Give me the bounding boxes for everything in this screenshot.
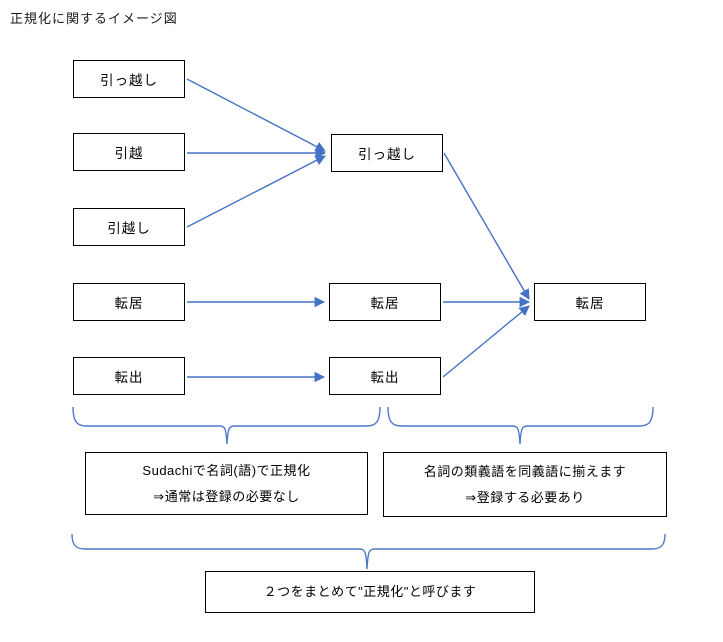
note-synonym-line1: 名詞の類義語を同義語に揃えます	[423, 463, 627, 479]
note-sudachi-line1: Sudachiで名詞(語)で正規化	[142, 462, 311, 478]
node-middle-hikkoshi: 引っ越し	[331, 134, 443, 172]
note-synonym-line2: ⇒登録する必要あり	[465, 489, 585, 505]
node-middle-tenkyo: 転居	[329, 283, 441, 321]
connector-hikkoshi1-to-mid	[186, 78, 326, 152]
connector-mid-tenshutsu-to-right	[442, 305, 530, 378]
node-left-hikkoshi-kana: 引っ越し	[73, 60, 185, 98]
node-left-tenkyo: 転居	[73, 283, 185, 321]
brace-right-group	[387, 406, 654, 445]
note-overall-normalization: ２つをまとめて"正規化"と呼びます	[205, 571, 535, 613]
node-middle-tenshutsu: 転出	[329, 357, 441, 395]
note-overall-line: ２つをまとめて"正規化"と呼びます	[263, 584, 477, 599]
note-sudachi-normalization: Sudachiで名詞(語)で正規化 ⇒通常は登録の必要なし	[85, 452, 368, 515]
node-right-tenkyo: 転居	[534, 283, 646, 321]
connector-hikkoshi3-to-mid	[186, 155, 326, 228]
page-title: 正規化に関するイメージ図	[10, 11, 178, 26]
brace-left-group	[72, 406, 381, 445]
note-sudachi-line2: ⇒通常は登録の必要なし	[153, 488, 300, 504]
note-synonym-registration: 名詞の類義語を同義語に揃えます ⇒登録する必要あり	[383, 452, 667, 517]
node-left-tenshutsu: 転出	[73, 357, 185, 395]
node-left-hikkoshi-okurigana: 引越し	[73, 208, 185, 246]
connector-mid-hikkoshi-to-right	[443, 152, 530, 300]
brace-bottom-all	[71, 533, 666, 570]
node-left-hikkoshi-short: 引越	[73, 133, 185, 171]
